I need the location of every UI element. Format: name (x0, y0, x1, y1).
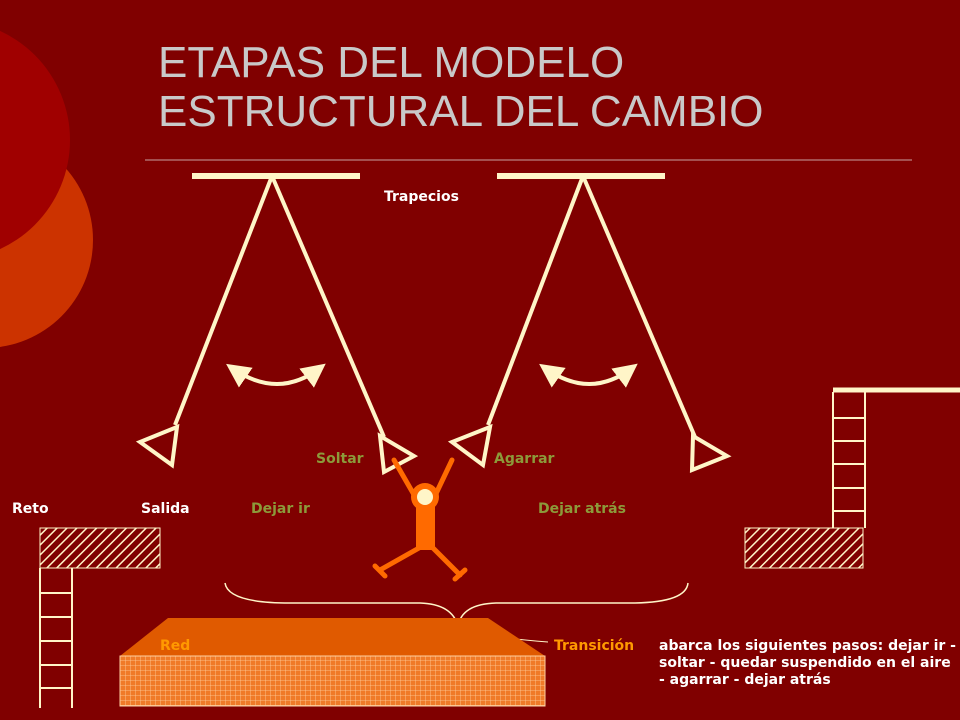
label-reto: Reto (12, 501, 49, 517)
label-dejar-atras: Dejar atrás (538, 501, 626, 517)
transition-description: abarca los siguientes pasos: dejar ir - … (659, 638, 956, 688)
acrobat-figure (372, 457, 468, 582)
platform-right (744, 387, 960, 569)
label-agarrar: Agarrar (494, 451, 555, 467)
label-soltar: Soltar (316, 451, 364, 467)
safety-net (119, 618, 546, 707)
trapeze-right (447, 173, 732, 473)
label-trapecios: Trapecios (384, 189, 459, 205)
platform-left (39, 527, 161, 708)
slide-title: ETAPAS DEL MODELO ESTRUCTURAL DEL CAMBIO (158, 38, 764, 136)
label-transicion: Transición (554, 638, 635, 654)
trapeze-left (135, 173, 419, 476)
label-dejar-ir: Dejar ir (251, 501, 310, 517)
label-salida: Salida (141, 501, 190, 517)
decorative-circles (0, 30, 93, 347)
label-red: Red (160, 638, 191, 654)
